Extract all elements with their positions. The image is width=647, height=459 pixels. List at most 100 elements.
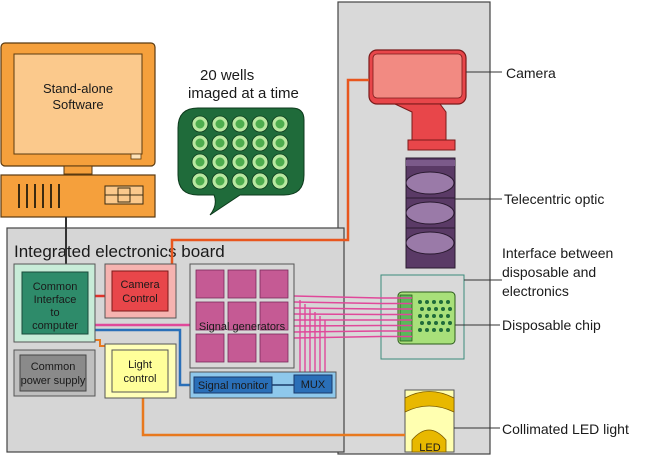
bubble-caption-line1: 20 wells — [200, 67, 254, 84]
chip-dot — [439, 300, 443, 304]
chip-dot — [448, 307, 452, 311]
well-array — [191, 115, 289, 190]
chip-dot — [418, 300, 422, 304]
signal-generator-cells — [195, 269, 289, 363]
chip-dot — [441, 321, 445, 325]
well-center — [235, 176, 245, 186]
chip-dot — [448, 321, 452, 325]
camera-control-l1: Camera — [120, 279, 160, 291]
well-center — [195, 176, 205, 186]
signal-generator-cell — [227, 269, 257, 299]
chip-dot — [420, 307, 424, 311]
monitor-screen — [13, 53, 143, 155]
well-center — [275, 138, 285, 148]
well-center — [215, 119, 225, 129]
telecentric-optic — [405, 157, 456, 269]
chip-dot — [446, 314, 450, 318]
chip-dot — [432, 314, 436, 318]
signal-generator-cell — [195, 333, 225, 363]
board-title: Integrated electronics board — [14, 242, 225, 261]
bubble-caption-line2: imaged at a time — [188, 85, 299, 102]
interface-box — [380, 274, 465, 360]
led-callout: Collimated LED light — [502, 421, 629, 437]
well-center — [235, 157, 245, 167]
common-interface-l2: Interface — [34, 294, 77, 306]
signal-generator-cell — [195, 301, 225, 331]
chip-dot — [425, 300, 429, 304]
camera-wire — [170, 78, 369, 266]
signal-trace — [293, 307, 412, 310]
chip-dot — [434, 321, 438, 325]
signal-generator-cell — [259, 301, 289, 331]
chip-dot — [432, 328, 436, 332]
interface-callout-l1: Interface between — [502, 245, 613, 261]
disposable-chip — [397, 291, 456, 345]
signal-generator-cell — [259, 333, 289, 363]
chip-dot — [425, 314, 429, 318]
power-supply-l2: power supply — [21, 375, 86, 387]
common-interface-l1: Common — [33, 281, 78, 293]
computer-monitor — [0, 42, 156, 175]
common-interface-l4: computer — [32, 320, 78, 332]
chip-dot — [434, 307, 438, 311]
chip-dot — [427, 321, 431, 325]
software-label-line2: Software — [52, 97, 103, 112]
chip-dot — [418, 328, 422, 332]
well-center — [235, 138, 245, 148]
signal-trace — [293, 313, 412, 316]
software-label-line1: Stand-alone — [43, 81, 113, 96]
telecentric-callout: Telecentric optic — [504, 191, 604, 207]
well-center — [215, 176, 225, 186]
signal-trace — [293, 301, 412, 305]
chip-dot — [446, 300, 450, 304]
well-center — [215, 138, 225, 148]
camera-callout: Camera — [506, 65, 556, 81]
well-center — [275, 157, 285, 167]
well-center — [215, 157, 225, 167]
led-light-unit — [404, 389, 455, 453]
well-center — [195, 138, 205, 148]
camera-control-l2: Control — [122, 293, 157, 305]
interface-callout-l3: electronics — [502, 283, 569, 299]
chip-dot — [432, 300, 436, 304]
chip-dot — [418, 314, 422, 318]
chip-dot — [446, 328, 450, 332]
power-supply-l1: Common — [31, 361, 76, 373]
signal-generators-label: Signal generators — [199, 321, 286, 333]
signal-generator-cell — [259, 269, 289, 299]
well-center — [275, 119, 285, 129]
camera — [368, 49, 467, 151]
light-control-l1: Light — [128, 359, 152, 371]
chip-dot — [420, 321, 424, 325]
well-center — [255, 119, 265, 129]
signal-generator-cell — [227, 333, 257, 363]
signal-bus — [293, 295, 412, 375]
signal-trace — [293, 324, 412, 327]
well-center — [255, 138, 265, 148]
chip-dot — [441, 307, 445, 311]
chip-dot — [425, 328, 429, 332]
mux-block — [293, 374, 333, 394]
computer-tower — [0, 174, 156, 218]
chip-well-dots — [418, 300, 452, 332]
well-center — [255, 157, 265, 167]
led-label: LED — [419, 442, 440, 454]
interface-callout-l2: disposable and — [502, 264, 596, 280]
well-center — [235, 119, 245, 129]
well-center — [275, 176, 285, 186]
signal-generator-cell — [227, 301, 257, 331]
well-center — [255, 176, 265, 186]
signal-monitor-label: Signal monitor — [198, 380, 269, 392]
signal-generator-cell — [195, 269, 225, 299]
signal-trace — [293, 335, 412, 339]
signal-trace — [293, 330, 412, 333]
well-center — [195, 119, 205, 129]
light-control-l2: control — [123, 373, 156, 385]
interface-monitor-wire — [95, 328, 190, 387]
chip-dot — [439, 328, 443, 332]
common-interface-l3: to — [50, 307, 59, 319]
chip-dot — [439, 314, 443, 318]
signal-trace — [293, 295, 412, 299]
led-wire — [141, 398, 405, 437]
